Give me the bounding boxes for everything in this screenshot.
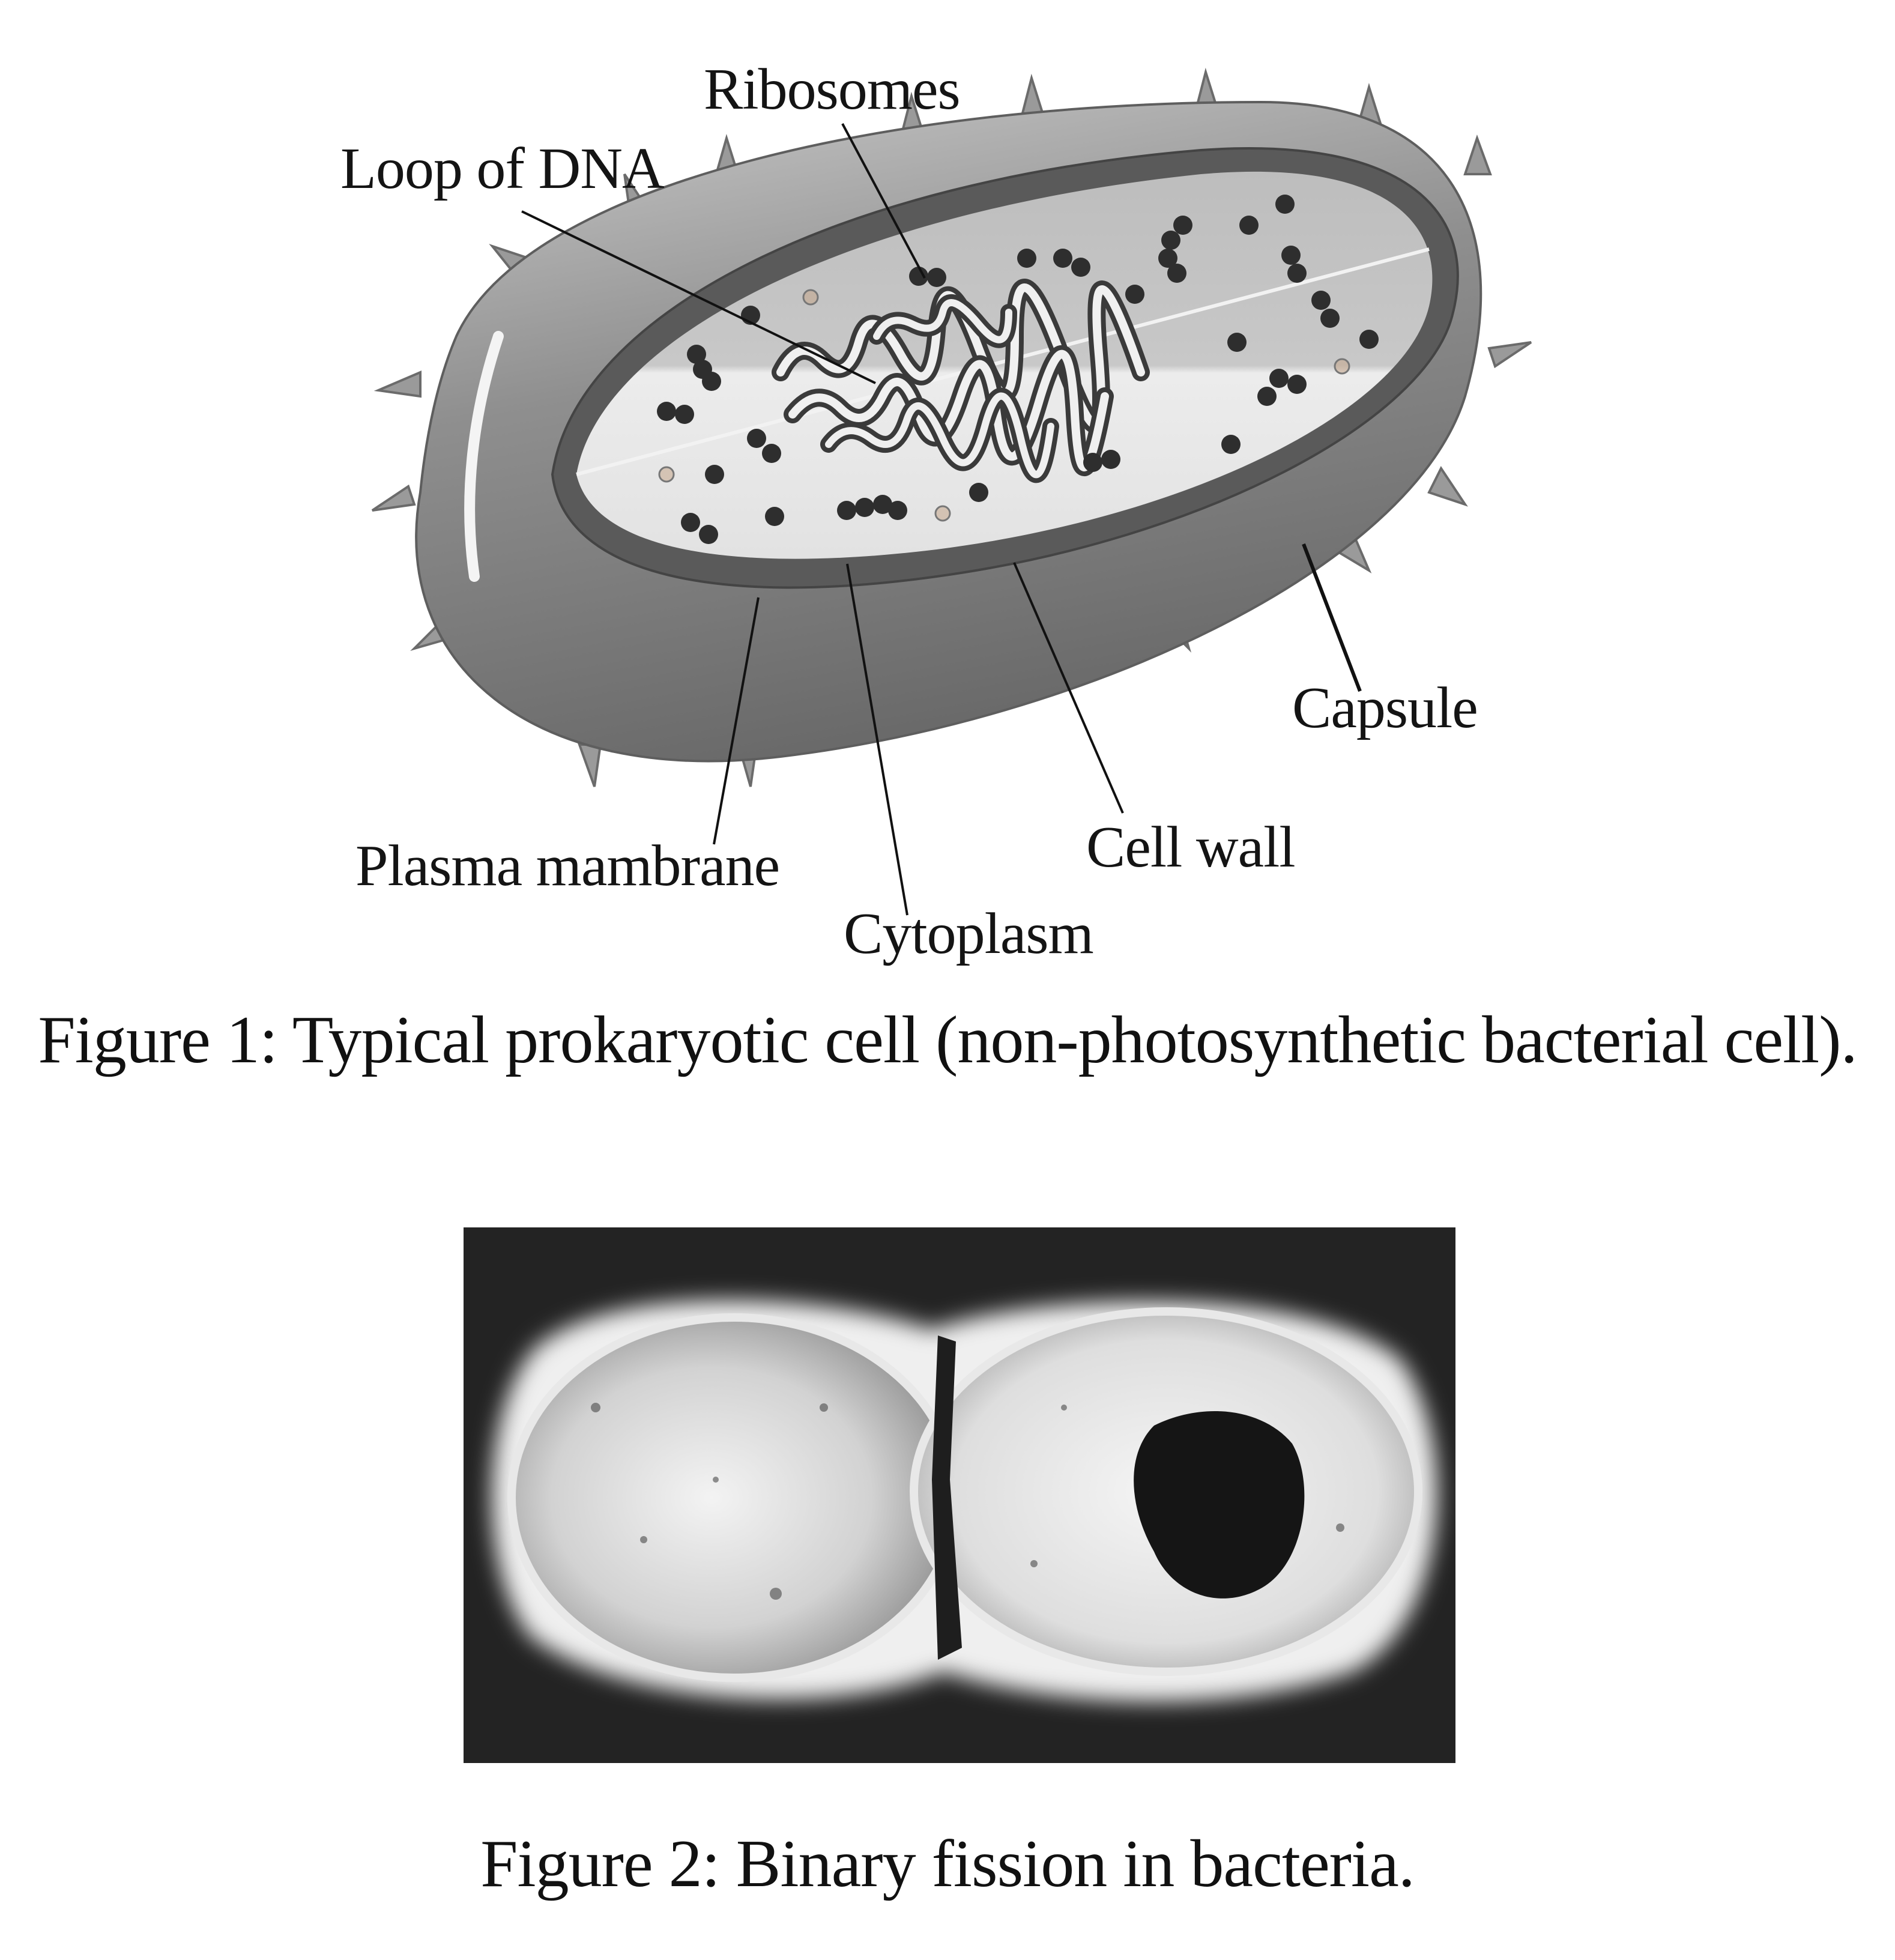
- label-plasma-membrane: Plasma mambrane: [355, 833, 780, 898]
- leader-cytoplasm: [846, 563, 908, 916]
- label-cell-wall: Cell wall: [1086, 815, 1296, 880]
- figure-2-caption: Figure 2: Binary fission in bacteria.: [480, 1827, 1415, 1901]
- figure-2-micrograph: [464, 1227, 1455, 1763]
- figure-1: Ribosomes Loop of DNA Capsule Cell wall …: [340, 57, 1532, 966]
- nucleoid-dna: [772, 279, 1150, 483]
- leader-dna: [521, 210, 876, 384]
- leader-capsule: [1302, 543, 1362, 692]
- label-cytoplasm: Cytoplasm: [844, 901, 1094, 966]
- leader-lines: [521, 123, 1362, 916]
- leader-cell-wall: [1013, 562, 1124, 814]
- label-loop-of-dna: Loop of DNA: [340, 136, 665, 201]
- bacterial-cell-illustration: [371, 67, 1532, 916]
- nucleoid-mass: [1134, 1411, 1305, 1599]
- cytoplasm-region: [576, 171, 1433, 559]
- ribosomes: [657, 195, 1379, 544]
- figure-1-caption: Figure 1: Typical prokaryotic cell (non-…: [38, 1003, 1857, 1077]
- label-ribosomes: Ribosomes: [704, 57, 961, 122]
- left-daughter-cell: [507, 1313, 960, 1682]
- label-capsule: Capsule: [1292, 676, 1478, 740]
- leader-ribosomes: [841, 123, 926, 279]
- leader-plasma-membrane: [713, 597, 760, 845]
